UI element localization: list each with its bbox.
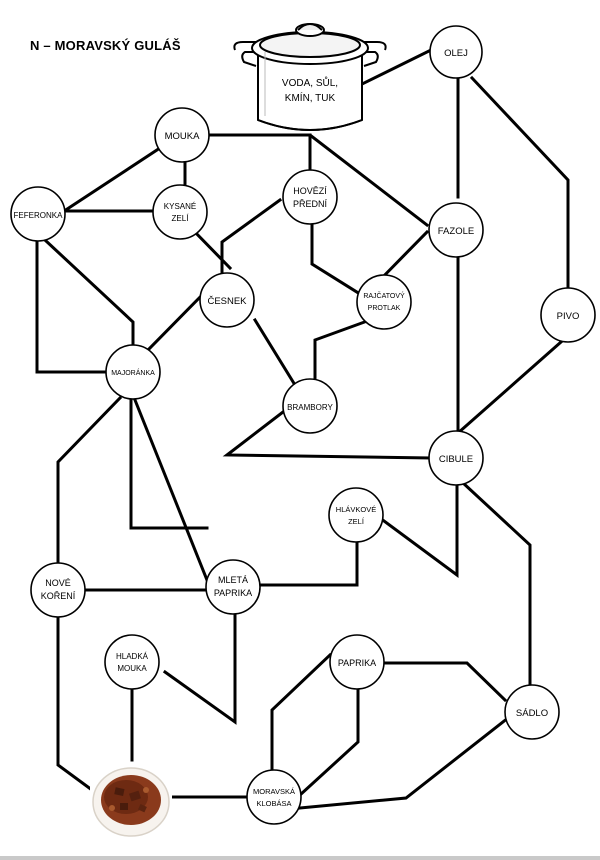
svg-text:PAPRIKA: PAPRIKA — [214, 588, 252, 598]
path-majoranka-mleta-2 — [129, 398, 209, 530]
page-bottom-border — [0, 856, 600, 860]
node-mouka: MOUKA — [154, 107, 210, 163]
svg-text:PŘEDNÍ: PŘEDNÍ — [293, 199, 328, 209]
path-mleta-hladka — [162, 610, 237, 725]
node-paprika: PAPRIKA — [329, 634, 385, 690]
node-olej: OLEJ — [429, 25, 483, 79]
svg-text:HOVĚZÍ: HOVĚZÍ — [293, 186, 327, 196]
svg-text:PROTLAK: PROTLAK — [368, 305, 401, 312]
node-nove-koreni: NOVÉ KOŘENÍ — [30, 562, 86, 618]
node-kysane-zeli: KYSANÉ ZELÍ — [152, 184, 208, 240]
path-feferonka-majoranka — [35, 238, 107, 374]
svg-text:KOŘENÍ: KOŘENÍ — [41, 591, 76, 601]
path-paprika-sadlo — [382, 661, 508, 703]
pot-label-line1: VODA, SŮL, — [282, 76, 338, 89]
path-hovezi-rajcatovy — [310, 218, 363, 297]
path-cibule-sadlo — [459, 479, 532, 692]
node-cibule: CIBULE — [428, 430, 484, 486]
svg-text:OLEJ: OLEJ — [444, 48, 468, 59]
goulash-bowl-image — [90, 762, 172, 840]
node-pivo: PIVO — [540, 287, 596, 343]
svg-text:RAJČATOVÝ: RAJČATOVÝ — [363, 291, 405, 300]
path-brambory-cibule — [222, 409, 432, 460]
path-pivo-cibule — [455, 339, 564, 436]
node-hovezi-predni: HOVĚZÍ PŘEDNÍ — [282, 169, 338, 225]
node-brambory: BRAMBORY — [282, 378, 338, 434]
node-sadlo: SÁDLO — [504, 684, 560, 740]
svg-text:MOUKA: MOUKA — [165, 131, 201, 142]
svg-text:FAZOLE: FAZOLE — [438, 226, 474, 237]
svg-text:PIVO: PIVO — [557, 311, 580, 322]
path-klobasa-sadlo — [298, 715, 511, 810]
svg-text:CIBULE: CIBULE — [439, 454, 473, 465]
svg-text:MORAVSKÁ: MORAVSKÁ — [253, 787, 295, 796]
path-olej-pivo — [469, 75, 570, 290]
node-feferonka: FEFERONKA — [10, 186, 66, 242]
node-hladka-mouka: HLADKÁ MOUKA — [104, 634, 160, 690]
path-mouka-feferonka — [55, 145, 163, 218]
path-hovezi-cesnek — [220, 197, 283, 277]
svg-text:KLOBÁSA: KLOBÁSA — [256, 799, 291, 808]
node-rajcatovy-protlak: RAJČATOVÝ PROTLAK — [356, 274, 412, 330]
path-olej-pot — [357, 47, 434, 88]
path-mleta-hlavkove — [258, 540, 359, 587]
svg-text:ZELÍ: ZELÍ — [172, 214, 190, 223]
path-klobasa-paprika — [270, 652, 333, 774]
path-klobasa-paprika-2 — [297, 686, 360, 798]
maze-paths — [35, 47, 570, 810]
node-cesnek: ČESNEK — [199, 272, 255, 328]
svg-text:HLÁVKOVÉ: HLÁVKOVÉ — [336, 505, 376, 514]
svg-text:MOUKA: MOUKA — [117, 664, 147, 673]
svg-text:SÁDLO: SÁDLO — [516, 708, 548, 719]
node-majoranka: MAJORÁNKA — [105, 344, 161, 400]
node-mleta-paprika: MLETÁ PAPRIKA — [205, 559, 261, 615]
svg-text:NOVÉ: NOVÉ — [45, 578, 71, 588]
path-majoranka-nove — [56, 395, 123, 567]
node-hlavkove-zeli: HLÁVKOVÉ ZELÍ — [328, 487, 384, 543]
path-kysane-cesnek — [190, 227, 233, 271]
svg-text:MAJORÁNKA: MAJORÁNKA — [111, 368, 155, 377]
cooking-pot — [233, 23, 387, 131]
node-fazole: FAZOLE — [428, 202, 484, 258]
path-majoranka-mleta — [133, 398, 209, 582]
svg-text:ZELÍ: ZELÍ — [348, 517, 365, 526]
path-feferonka-majoranka-2 — [42, 237, 135, 345]
path-rajcatovy-brambory — [313, 318, 372, 385]
svg-text:PAPRIKA: PAPRIKA — [338, 658, 376, 668]
path-hlavkove-cibule — [377, 484, 459, 578]
svg-text:ČESNEK: ČESNEK — [207, 296, 247, 307]
svg-text:FEFERONKA: FEFERONKA — [14, 211, 64, 220]
node-moravska-klobasa: MORAVSKÁ KLOBÁSA — [246, 769, 302, 825]
pot-label-line2: KMÍN, TUK — [285, 91, 336, 104]
svg-text:HLADKÁ: HLADKÁ — [116, 652, 149, 661]
svg-text:KYSANÉ: KYSANÉ — [164, 202, 196, 211]
path-nove-bowl — [56, 612, 95, 793]
page-title: N – MORAVSKÝ GULÁŠ — [30, 38, 181, 53]
svg-text:BRAMBORY: BRAMBORY — [287, 403, 333, 412]
svg-text:MLETÁ: MLETÁ — [218, 575, 248, 585]
path-cesnek-brambory — [252, 317, 298, 388]
